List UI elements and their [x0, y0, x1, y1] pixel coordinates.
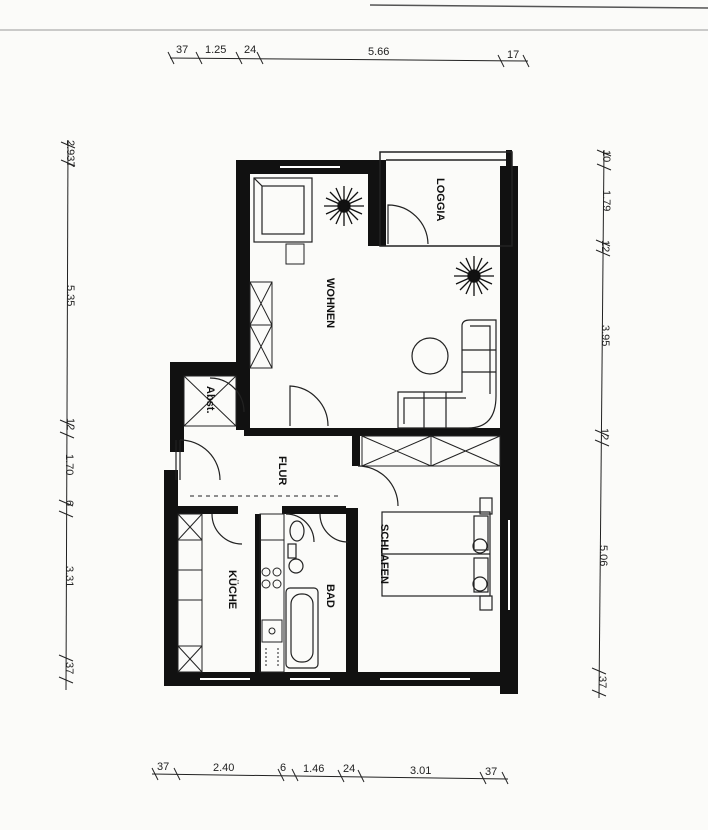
dim-bottom-3: 6	[280, 762, 286, 774]
side-table	[285, 243, 305, 265]
page-edge-line-top	[369, 4, 708, 9]
wardrobe-living	[249, 281, 273, 369]
dim-right-7: 37	[596, 676, 608, 688]
dim-bottom-2: 2.40	[213, 762, 234, 774]
walls	[164, 150, 518, 694]
room-label-bad: BAD	[324, 584, 336, 608]
dim-left-2: 5.35	[64, 285, 76, 306]
room-label-schlafen: SCHLAFEN	[378, 524, 390, 584]
dim-right-5: 12	[598, 428, 610, 440]
room-label-flur: FLUR	[276, 456, 288, 485]
dimension-left	[58, 139, 76, 691]
dim-left-5: 6	[63, 500, 75, 506]
round-table	[411, 337, 449, 375]
double-bed	[381, 497, 493, 611]
dim-bottom-1: 37	[157, 761, 169, 773]
dim-left-1: 2.937	[64, 140, 76, 168]
room-label-kueche: KÜCHE	[226, 570, 239, 609]
loggia-outline	[379, 151, 513, 247]
dim-top-4: 5.66	[368, 46, 389, 58]
plant-icon	[324, 186, 364, 226]
kitchen-counter	[177, 513, 203, 673]
dim-right-3: 12	[599, 240, 611, 252]
room-label-loggia: LOGGIA	[434, 178, 446, 221]
dim-right-1: 10	[600, 150, 612, 162]
bathroom-fixtures	[285, 520, 319, 669]
dim-top-1: 37	[176, 44, 188, 56]
dim-right-6: 5.06	[597, 545, 609, 566]
plant-icon	[454, 256, 494, 296]
dim-bottom-5: 24	[343, 763, 355, 775]
dim-left-6: 3.31	[63, 566, 75, 587]
dim-right-2: 1.79	[600, 190, 612, 211]
doors	[175, 204, 429, 545]
dim-left-7: 37	[63, 662, 75, 674]
dim-right-4: 3.95	[599, 325, 611, 346]
abst-storage	[183, 375, 237, 427]
dim-top-5: 17	[507, 49, 519, 61]
dim-top-2: 1.25	[205, 44, 226, 56]
dimension-top	[167, 51, 530, 68]
dimension-bottom	[151, 767, 509, 785]
windows	[200, 166, 510, 680]
room-label-abst: Abst.	[204, 386, 216, 414]
armchair	[253, 177, 313, 243]
dimension-right	[591, 149, 612, 699]
dim-bottom-6: 3.01	[410, 765, 431, 777]
corner-sofa	[397, 319, 497, 429]
kitchen-appliances	[259, 513, 285, 673]
dim-left-4: 1.70	[63, 454, 75, 475]
dim-left-3: 12	[64, 418, 76, 430]
wardrobe-bedroom	[361, 435, 501, 467]
room-label-wohnen: WOHNEN	[324, 278, 336, 328]
dim-top-3: 24	[244, 44, 256, 56]
dim-bottom-4: 1.46	[303, 763, 324, 775]
dim-bottom-7: 37	[485, 766, 497, 778]
